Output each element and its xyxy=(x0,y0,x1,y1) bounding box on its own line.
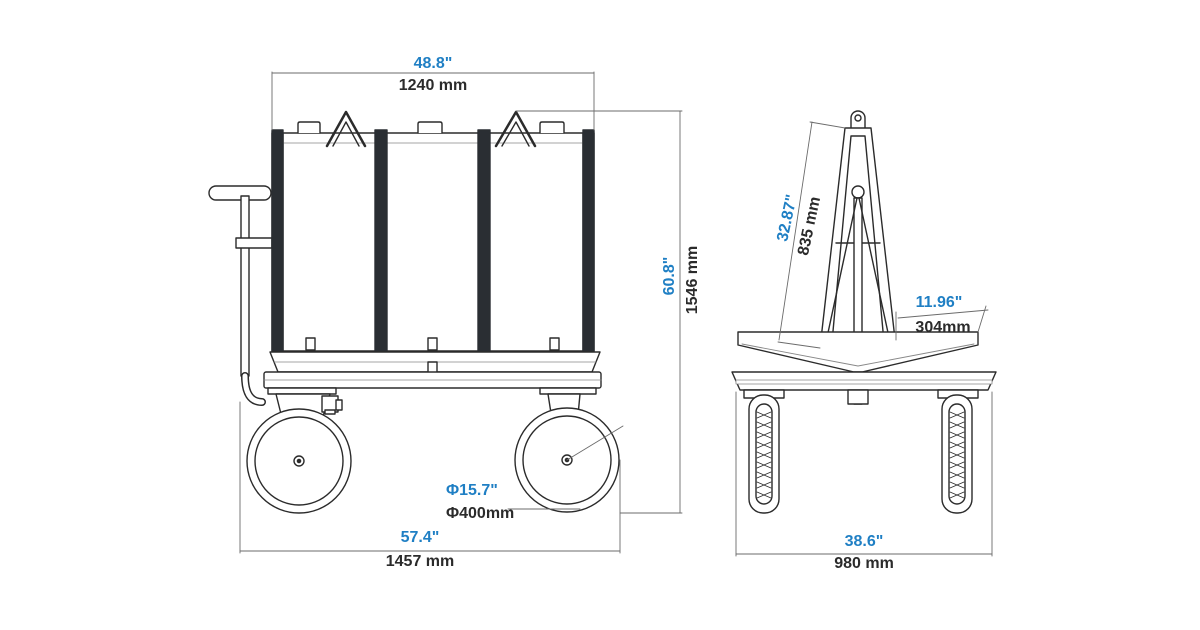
overall-width-metric-label: 980 mm xyxy=(834,555,894,572)
side-view-cart-icon xyxy=(208,110,620,514)
side-view-dimension-lines xyxy=(239,71,683,554)
wheel-diameter-metric-label: Φ400mm xyxy=(446,505,514,522)
a-frame-imperial-label: 32.87" xyxy=(774,193,801,243)
base-wing-imperial-label: 11.96" xyxy=(916,294,963,311)
end-view-cart-icon xyxy=(731,110,997,514)
end-view-dimension-lines xyxy=(735,121,993,557)
base-wing-metric-label: 304mm xyxy=(915,319,970,336)
overall-length-metric-label: 1457 mm xyxy=(386,553,455,570)
overall-length-imperial-label: 57.4" xyxy=(401,529,440,546)
top-width-metric-label: 1240 mm xyxy=(399,77,468,94)
height-metric-label: 1546 mm xyxy=(684,246,701,315)
top-width-imperial-label: 48.8" xyxy=(414,55,453,72)
overall-width-imperial-label: 38.6" xyxy=(845,533,884,550)
wheel-diameter-imperial-label: Φ15.7" xyxy=(446,482,498,499)
height-imperial-label: 60.8" xyxy=(661,257,678,296)
